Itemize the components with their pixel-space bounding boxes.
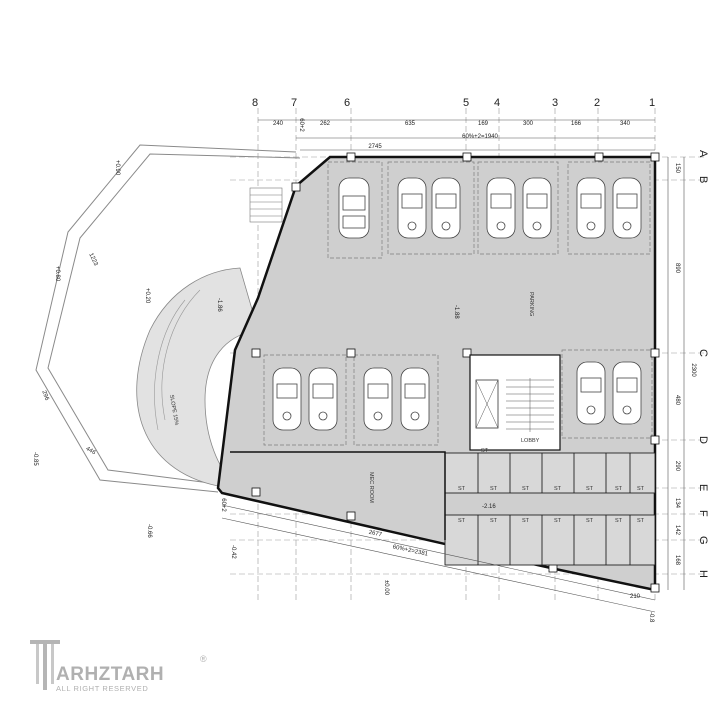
cars <box>272 177 642 431</box>
svg-text:635: 635 <box>405 121 416 127</box>
svg-text:ST: ST <box>522 518 530 524</box>
svg-text:±0.00: ±0.00 <box>383 580 389 596</box>
svg-text:ST: ST <box>586 518 594 524</box>
svg-text:+0.20: +0.20 <box>144 288 150 304</box>
svg-text:E: E <box>697 484 709 491</box>
svg-text:LOBBY: LOBBY <box>521 438 540 444</box>
dimension-top: 240 262 635 169 300 166 340 60+2 60%+2=1… <box>258 118 655 151</box>
svg-text:A: A <box>697 150 709 158</box>
svg-text:60%+2=1940: 60%+2=1940 <box>462 134 498 140</box>
svg-text:-0.85: -0.85 <box>32 452 38 466</box>
svg-text:142: 142 <box>674 525 680 536</box>
svg-text:+0.90: +0.90 <box>114 160 120 176</box>
dimension-left: 1223 296 446 <box>40 252 98 456</box>
svg-text:B: B <box>697 176 709 183</box>
svg-text:SLOPE 15%: SLOPE 15% <box>168 394 179 426</box>
registered-mark: ® <box>200 654 207 664</box>
svg-text:-1.88: -1.88 <box>453 305 459 319</box>
svg-text:ST: ST <box>458 486 466 492</box>
svg-text:6: 6 <box>344 97 350 109</box>
svg-text:MEC ROOM: MEC ROOM <box>368 472 374 503</box>
svg-text:3: 3 <box>552 97 558 109</box>
svg-text:446: 446 <box>85 446 97 457</box>
logo-tagline: ALL RIGHT RESERVED <box>56 684 149 693</box>
storage-units <box>444 452 656 566</box>
svg-text:8: 8 <box>252 97 258 109</box>
entrance-steps <box>249 187 283 223</box>
level-markers: +0.90 +0.80 +0.20 -0.85 -0.66 -0.42 ±0.0… <box>32 160 654 623</box>
svg-text:D: D <box>697 436 709 444</box>
dimension-right: 150 890 2300 480 290 134 142 168 <box>667 157 696 590</box>
svg-text:-0.8: -0.8 <box>648 612 654 623</box>
svg-text:G: G <box>697 536 709 545</box>
ramp <box>136 267 259 487</box>
svg-text:890: 890 <box>674 263 680 274</box>
svg-text:262: 262 <box>320 121 331 127</box>
svg-text:ST: ST <box>490 486 498 492</box>
svg-text:60+2: 60+2 <box>298 118 304 132</box>
svg-text:168: 168 <box>674 555 680 566</box>
svg-text:2300: 2300 <box>690 363 696 377</box>
grid-labels-right: A B C D E F G H <box>697 150 709 578</box>
svg-text:-2.16: -2.16 <box>482 504 496 510</box>
site-boundary <box>35 144 301 493</box>
svg-text:ST: ST <box>615 518 623 524</box>
logo-mark-icon <box>30 640 60 690</box>
svg-text:ST: ST <box>586 486 594 492</box>
svg-text:-0.66: -0.66 <box>146 524 152 538</box>
watermark-logo: ARHZTARH ALL RIGHT RESERVED ® <box>30 640 207 698</box>
svg-text:150: 150 <box>674 163 680 174</box>
room-labels: PARKING MEC ROOM SLOPE 15% LOBBY ST ST S… <box>168 292 645 524</box>
parking-bays <box>263 161 653 446</box>
svg-text:ST: ST <box>458 518 466 524</box>
svg-text:2677: 2677 <box>368 530 383 539</box>
svg-text:169: 169 <box>478 121 489 127</box>
grid-labels-top: 8 7 6 5 4 3 2 1 <box>252 97 655 109</box>
svg-text:5: 5 <box>463 97 469 109</box>
svg-text:-0.42: -0.42 <box>230 545 236 559</box>
svg-text:ST: ST <box>481 448 489 454</box>
svg-text:240: 240 <box>273 121 284 127</box>
svg-text:ST: ST <box>637 486 645 492</box>
svg-text:290: 290 <box>674 461 680 472</box>
svg-text:H: H <box>697 570 709 578</box>
svg-text:ST: ST <box>615 486 623 492</box>
mec-room-walls <box>230 451 446 540</box>
svg-text:2745: 2745 <box>368 144 382 150</box>
svg-text:166: 166 <box>571 121 582 127</box>
svg-text:296: 296 <box>40 390 49 402</box>
core <box>469 354 561 451</box>
svg-text:ST: ST <box>554 486 562 492</box>
svg-text:134: 134 <box>674 498 680 509</box>
svg-text:+0.80: +0.80 <box>54 266 60 282</box>
svg-text:7: 7 <box>291 97 297 109</box>
svg-text:2: 2 <box>594 97 600 109</box>
svg-text:ST: ST <box>490 518 498 524</box>
svg-text:1223: 1223 <box>87 252 98 267</box>
svg-text:ST: ST <box>637 518 645 524</box>
svg-text:480: 480 <box>674 395 680 406</box>
svg-text:300: 300 <box>523 121 534 127</box>
svg-text:60+2: 60+2 <box>220 498 226 512</box>
logo-name: ARHZTARH <box>56 664 165 685</box>
svg-text:-1.86: -1.86 <box>216 298 222 312</box>
svg-text:PARKING: PARKING <box>528 292 534 316</box>
svg-text:340: 340 <box>620 121 631 127</box>
svg-text:C: C <box>697 349 709 357</box>
svg-text:210: 210 <box>630 594 641 600</box>
svg-text:4: 4 <box>494 97 500 109</box>
svg-text:1: 1 <box>649 97 655 109</box>
svg-text:ST: ST <box>554 518 562 524</box>
svg-text:F: F <box>697 510 709 517</box>
svg-text:ST: ST <box>522 486 530 492</box>
